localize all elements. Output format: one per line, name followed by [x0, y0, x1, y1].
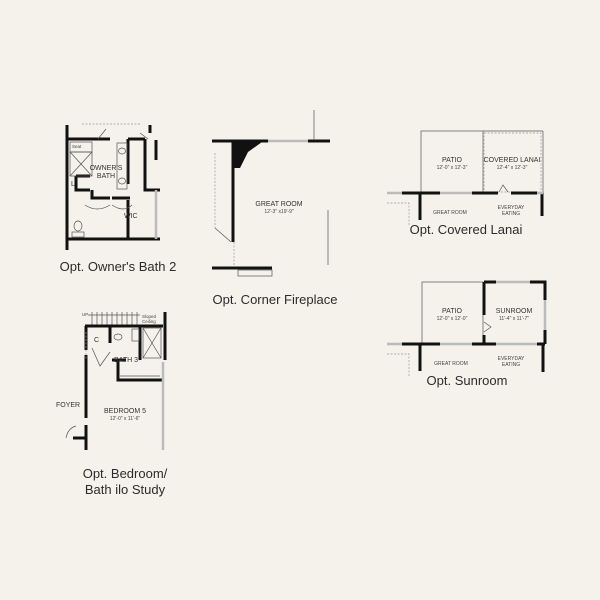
plan-corner-fireplace: GREAT ROOM 12'-3" x19'-9" Opt. Corner Fi…: [212, 110, 338, 307]
caption-bedroom-line-1: Opt. Bedroom/: [83, 466, 168, 481]
great-room-label: GREAT ROOM: [255, 201, 302, 208]
bath3-label: BATH 3: [114, 357, 138, 364]
great-room-dims: 12'-3" x19'-9": [264, 209, 294, 215]
fireplace-icon: [234, 142, 262, 168]
caption-corner-fireplace: Opt. Corner Fireplace: [213, 292, 338, 307]
plan-bedroom-bath: UP Sloped Ceiling C BATH 3 FOYER BEDROOM…: [56, 312, 168, 497]
caption-covered-lanai: Opt. Covered Lanai: [410, 222, 523, 237]
patio-dims: 12'-0" x 12'-3": [437, 165, 468, 171]
sloped-ceiling-label-2: Ceiling: [142, 319, 156, 324]
sunroom-dims: 11'-4" x 11'-7": [499, 316, 529, 322]
eating-label-1: EVERYDAY: [498, 356, 525, 362]
closet-label: C: [94, 337, 99, 344]
caption-bedroom-line-2: Bath ilo Study: [85, 482, 166, 497]
great-room-label: GREAT ROOM: [433, 210, 467, 216]
great-room-label: GREAT ROOM: [434, 361, 468, 367]
caption-owners-bath: Opt. Owner's Bath 2: [60, 259, 177, 274]
patio-label: PATIO: [442, 157, 463, 164]
owners-bath-label-1: OWNER'S: [90, 165, 123, 172]
wic-label: WIC: [124, 213, 138, 220]
stairs-up-label: UP: [82, 312, 88, 317]
plan-owners-bath: Seat OWNER'S BATH L WIC Opt. Owner's Bat…: [60, 123, 177, 274]
eating-label-1: EVERYDAY: [498, 205, 525, 211]
owners-bath-label-2: BATH: [97, 173, 115, 180]
bedroom5-label: BEDROOM 5: [104, 408, 146, 415]
seat-label: Seat: [72, 144, 82, 149]
linen-label: L: [71, 181, 75, 188]
eating-label-2: EATING: [502, 362, 520, 368]
sloped-ceiling-label-1: Sloped: [142, 314, 157, 319]
sunroom-label: SUNROOM: [496, 308, 533, 315]
caption-sunroom: Opt. Sunroom: [427, 373, 508, 388]
eating-label-2: EATING: [502, 211, 520, 217]
lanai-label: COVERED LANAI: [484, 157, 541, 164]
patio-label: PATIO: [442, 308, 463, 315]
foyer-label: FOYER: [56, 402, 80, 409]
lanai-dims: 12'-4" x 12'-3": [497, 165, 528, 171]
plan-covered-lanai: PATIO 12'-0" x 12'-3" COVERED LANAI 12'-…: [387, 130, 544, 237]
patio-dims: 12'-0" x 12'-0": [437, 316, 468, 322]
plan-sunroom: PATIO 12'-0" x 12'-0" SUNROOM 11'-4" x 1…: [387, 280, 547, 388]
bedroom5-dims: 12'-0" x 11'-6": [110, 416, 141, 422]
